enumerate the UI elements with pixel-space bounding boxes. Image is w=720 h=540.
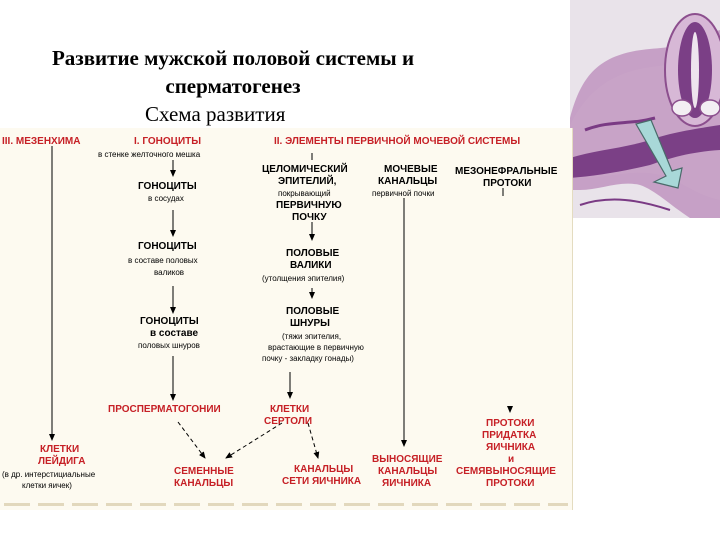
header-primary-kidney: II. ЭЛЕМЕНТЫ ПЕРВИЧНОЙ МОЧЕВОЙ СИСТЕМЫ bbox=[274, 136, 521, 147]
header-gonocytes: I. ГОНОЦИТЫ bbox=[134, 136, 202, 147]
prospermatogonia: ПРОСПЕРМАТОГОНИИ bbox=[108, 404, 221, 415]
coelom-title-3: ПЕРВИЧНУЮ bbox=[276, 200, 342, 211]
epididymis-2: ПРИДАТКА bbox=[482, 430, 537, 441]
epi-cords-note-3: почку - закладку гонады) bbox=[262, 354, 354, 363]
efferent-1: ВЫНОСЯЩИЕ bbox=[372, 454, 443, 465]
gonocytes-ridges-note-2: валиков bbox=[154, 268, 185, 277]
gonocytes-cords-title-1: ГОНОЦИТЫ bbox=[140, 316, 199, 327]
epididymis-5: СЕМЯВЫНОСЯЩИЕ bbox=[456, 466, 556, 477]
development-scheme: III. МЕЗЕНХИМА I. ГОНОЦИТЫ II. ЭЛЕМЕНТЫ … bbox=[0, 128, 573, 510]
ducts-title-1: МЕЗОНЕФРАЛЬНЫЕ bbox=[455, 166, 558, 177]
epididymis-1: ПРОТОКИ bbox=[486, 418, 535, 429]
gonocytes-ridges-note-1: в составе половых bbox=[128, 256, 198, 265]
epi-ridges-title-1: ПОЛОВЫЕ bbox=[286, 248, 340, 259]
efferent-2: КАНАЛЬЦЫ bbox=[378, 466, 438, 477]
title-line-2: сперматогенез bbox=[165, 74, 301, 98]
tubules-title-2: КАНАЛЬЦЫ bbox=[378, 176, 438, 187]
efferent-3: ЯИЧНИКА bbox=[382, 478, 432, 489]
rete-2: СЕТИ ЯИЧНИКА bbox=[282, 476, 362, 487]
epi-cords-note-2: врастающие в первичную bbox=[268, 343, 364, 352]
gonocytes-vessels-title: ГОНОЦИТЫ bbox=[138, 181, 197, 192]
tubules-title-1: МОЧЕВЫЕ bbox=[384, 164, 438, 175]
gonocytes-cords-note: половых шнуров bbox=[138, 341, 200, 350]
coelom-note: покрывающий bbox=[278, 189, 331, 198]
leydig-2: ЛЕЙДИГА bbox=[38, 456, 86, 467]
leydig-1: КЛЕТКИ bbox=[40, 444, 80, 455]
epididymis-6: ПРОТОКИ bbox=[486, 478, 535, 489]
gonocytes-yolk-wall: в стенке желточного мешка bbox=[98, 150, 201, 159]
gonocytes-vessels-note: в сосудах bbox=[148, 194, 184, 203]
header-mesenchyme: III. МЕЗЕНХИМА bbox=[2, 136, 81, 147]
sertoli-2: СЕРТОЛИ bbox=[264, 416, 313, 427]
slide-subtitle: Схема развития bbox=[145, 102, 286, 126]
epi-ridges-note: (утолщения эпителия) bbox=[262, 274, 345, 283]
leydig-note-1: (в др. интерстициальные bbox=[2, 470, 96, 479]
sertoli-1: КЛЕТКИ bbox=[270, 404, 310, 415]
seminiferous-1: СЕМЕННЫЕ bbox=[174, 466, 234, 477]
tubules-note: первичной почки bbox=[372, 189, 435, 198]
epi-cords-title-2: ШНУРЫ bbox=[290, 318, 330, 329]
coelom-title-4: ПОЧКУ bbox=[292, 212, 327, 223]
gonocytes-cords-title-2: в составе bbox=[150, 328, 199, 339]
histology-image bbox=[570, 0, 720, 218]
coelom-title-2: ЭПИТЕЛИЙ, bbox=[278, 176, 337, 187]
leydig-note-2: клетки яичек) bbox=[22, 481, 72, 490]
slide-title: Развитие мужской половой системы и сперм… bbox=[18, 44, 448, 100]
rete-1: КАНАЛЬЦЫ bbox=[294, 464, 354, 475]
epi-cords-note-1: (тяжи эпителия, bbox=[282, 332, 342, 341]
pointer-arrow bbox=[635, 119, 683, 189]
epididymis-3: ЯИЧНИКА bbox=[486, 442, 536, 453]
epi-ridges-title-2: ВАЛИКИ bbox=[290, 260, 332, 271]
faded-footnote bbox=[4, 503, 568, 506]
coelom-title-1: ЦЕЛОМИЧЕСКИЙ bbox=[262, 164, 348, 175]
epididymis-4: и bbox=[508, 454, 515, 465]
epi-cords-title-1: ПОЛОВЫЕ bbox=[286, 306, 340, 317]
seminiferous-2: КАНАЛЬЦЫ bbox=[174, 478, 234, 489]
title-line-1: Развитие мужской половой системы и bbox=[51, 46, 415, 70]
gonocytes-ridges-title: ГОНОЦИТЫ bbox=[138, 241, 197, 252]
ducts-title-2: ПРОТОКИ bbox=[483, 178, 532, 189]
scheme-arrows bbox=[49, 146, 513, 459]
